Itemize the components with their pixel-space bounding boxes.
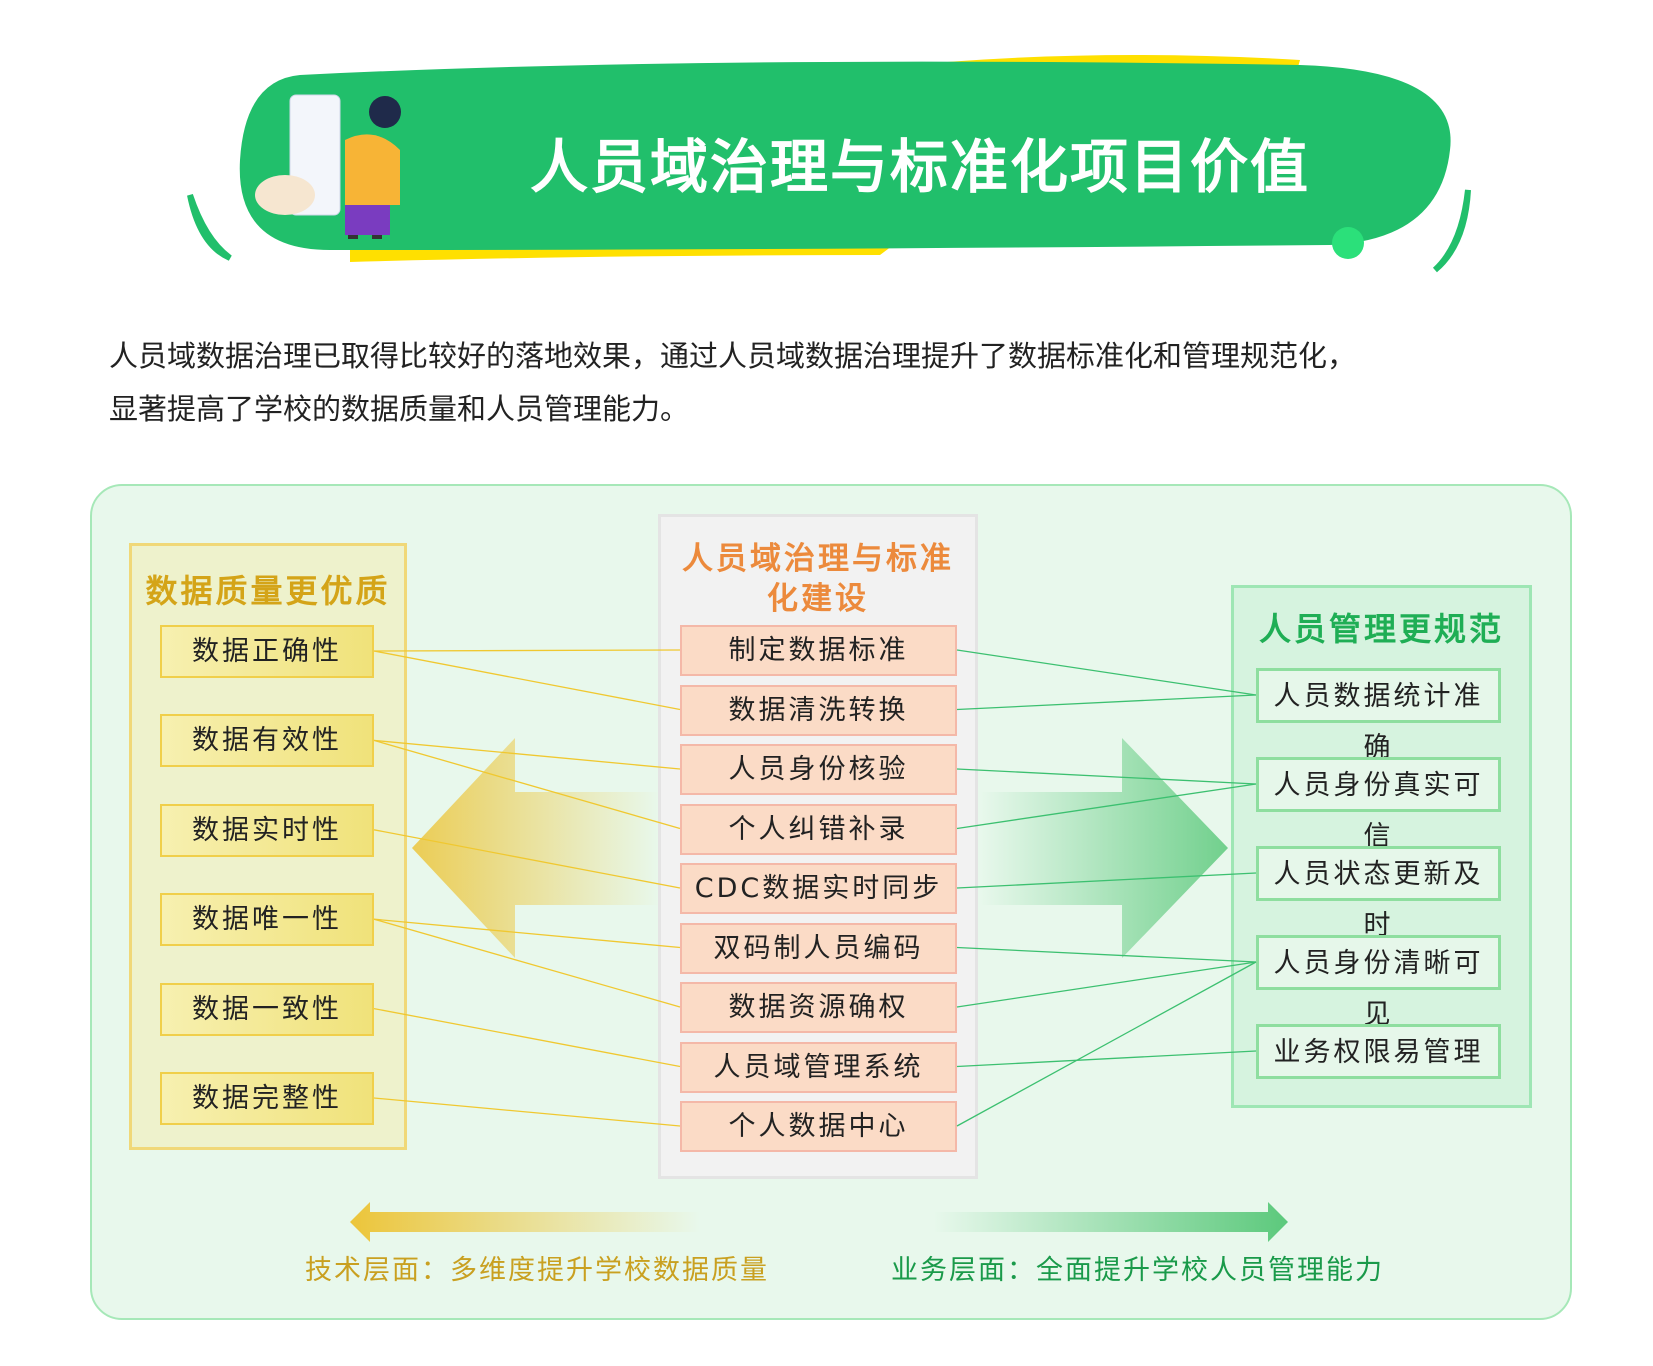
- quality-item: 数据完整性: [160, 1072, 374, 1125]
- banner-title: 人员域治理与标准化项目价值: [529, 133, 1310, 201]
- construction-item: CDC数据实时同步: [680, 863, 957, 914]
- left-panel-title: 数据质量更优质: [145, 572, 391, 610]
- business-caption: 业务层面：全面提升学校人员管理能力: [891, 1255, 1384, 1286]
- right-connection-line: [956, 961, 1257, 1127]
- right-connection-line: [956, 1050, 1257, 1068]
- center-title-line-1: 人员域治理与标准: [682, 541, 954, 577]
- quality-item: 数据有效性: [160, 714, 374, 768]
- right-bottom-arrow: [933, 1202, 1288, 1242]
- construction-item: 人员域管理系统: [680, 1041, 957, 1093]
- left-big-arrow: [412, 738, 660, 958]
- right-connection-line: [956, 946, 1257, 963]
- management-item: 人员身份清晰可见: [1256, 935, 1501, 1030]
- tech-caption: 技术层面：多维度提升学校数据质量: [305, 1255, 769, 1286]
- right-big-arrow: [980, 738, 1228, 958]
- right-connection-line: [956, 768, 1257, 785]
- left-connection-line: [373, 1097, 681, 1127]
- construction-item: 数据清洗转换: [680, 684, 957, 736]
- construction-item: 个人纠错补录: [680, 803, 957, 855]
- left-connection-line: [373, 739, 681, 770]
- left-connection-line: [373, 918, 681, 1008]
- right-connection-line: [956, 649, 1257, 696]
- right-connection-line: [956, 872, 1257, 889]
- right-connection-line: [956, 694, 1257, 711]
- management-item: 人员数据统计准确: [1256, 668, 1501, 763]
- construction-item: 双码制人员编码: [680, 922, 957, 974]
- left-connection-line: [373, 918, 681, 949]
- left-bottom-arrow: [350, 1202, 700, 1242]
- quality-item: 数据正确性: [160, 625, 374, 678]
- construction-item: 数据资源确权: [680, 982, 957, 1033]
- left-connection-line: [373, 649, 681, 652]
- center-title-line-2: 化建设: [767, 581, 869, 617]
- management-item: 人员身份真实可信: [1256, 757, 1501, 852]
- quality-item: 数据唯一性: [160, 893, 374, 947]
- person-illustration: [255, 94, 401, 239]
- construction-item: 人员身份核验: [680, 744, 957, 795]
- left-connection-line: [373, 829, 681, 889]
- right-connection-line: [956, 783, 1257, 830]
- quality-item: 数据实时性: [160, 803, 374, 857]
- construction-item: 个人数据中心: [680, 1101, 957, 1152]
- left-connection-line: [373, 1007, 681, 1068]
- management-item: 业务权限易管理: [1256, 1024, 1501, 1079]
- quality-item: 数据一致性: [160, 982, 374, 1036]
- intro-line-2: 显著提高了学校的数据质量和人员管理能力。: [109, 392, 690, 426]
- right-connection-line: [956, 961, 1257, 1008]
- intro-line-1: 人员域数据治理已取得比较好的落地效果，通过人员域数据治理提升了数据标准化和管理规…: [109, 339, 1357, 373]
- right-panel-title: 人员管理更规范: [1258, 610, 1504, 648]
- left-connection-line: [373, 650, 681, 711]
- construction-item: 制定数据标准: [680, 625, 957, 676]
- left-connection-line: [373, 739, 681, 830]
